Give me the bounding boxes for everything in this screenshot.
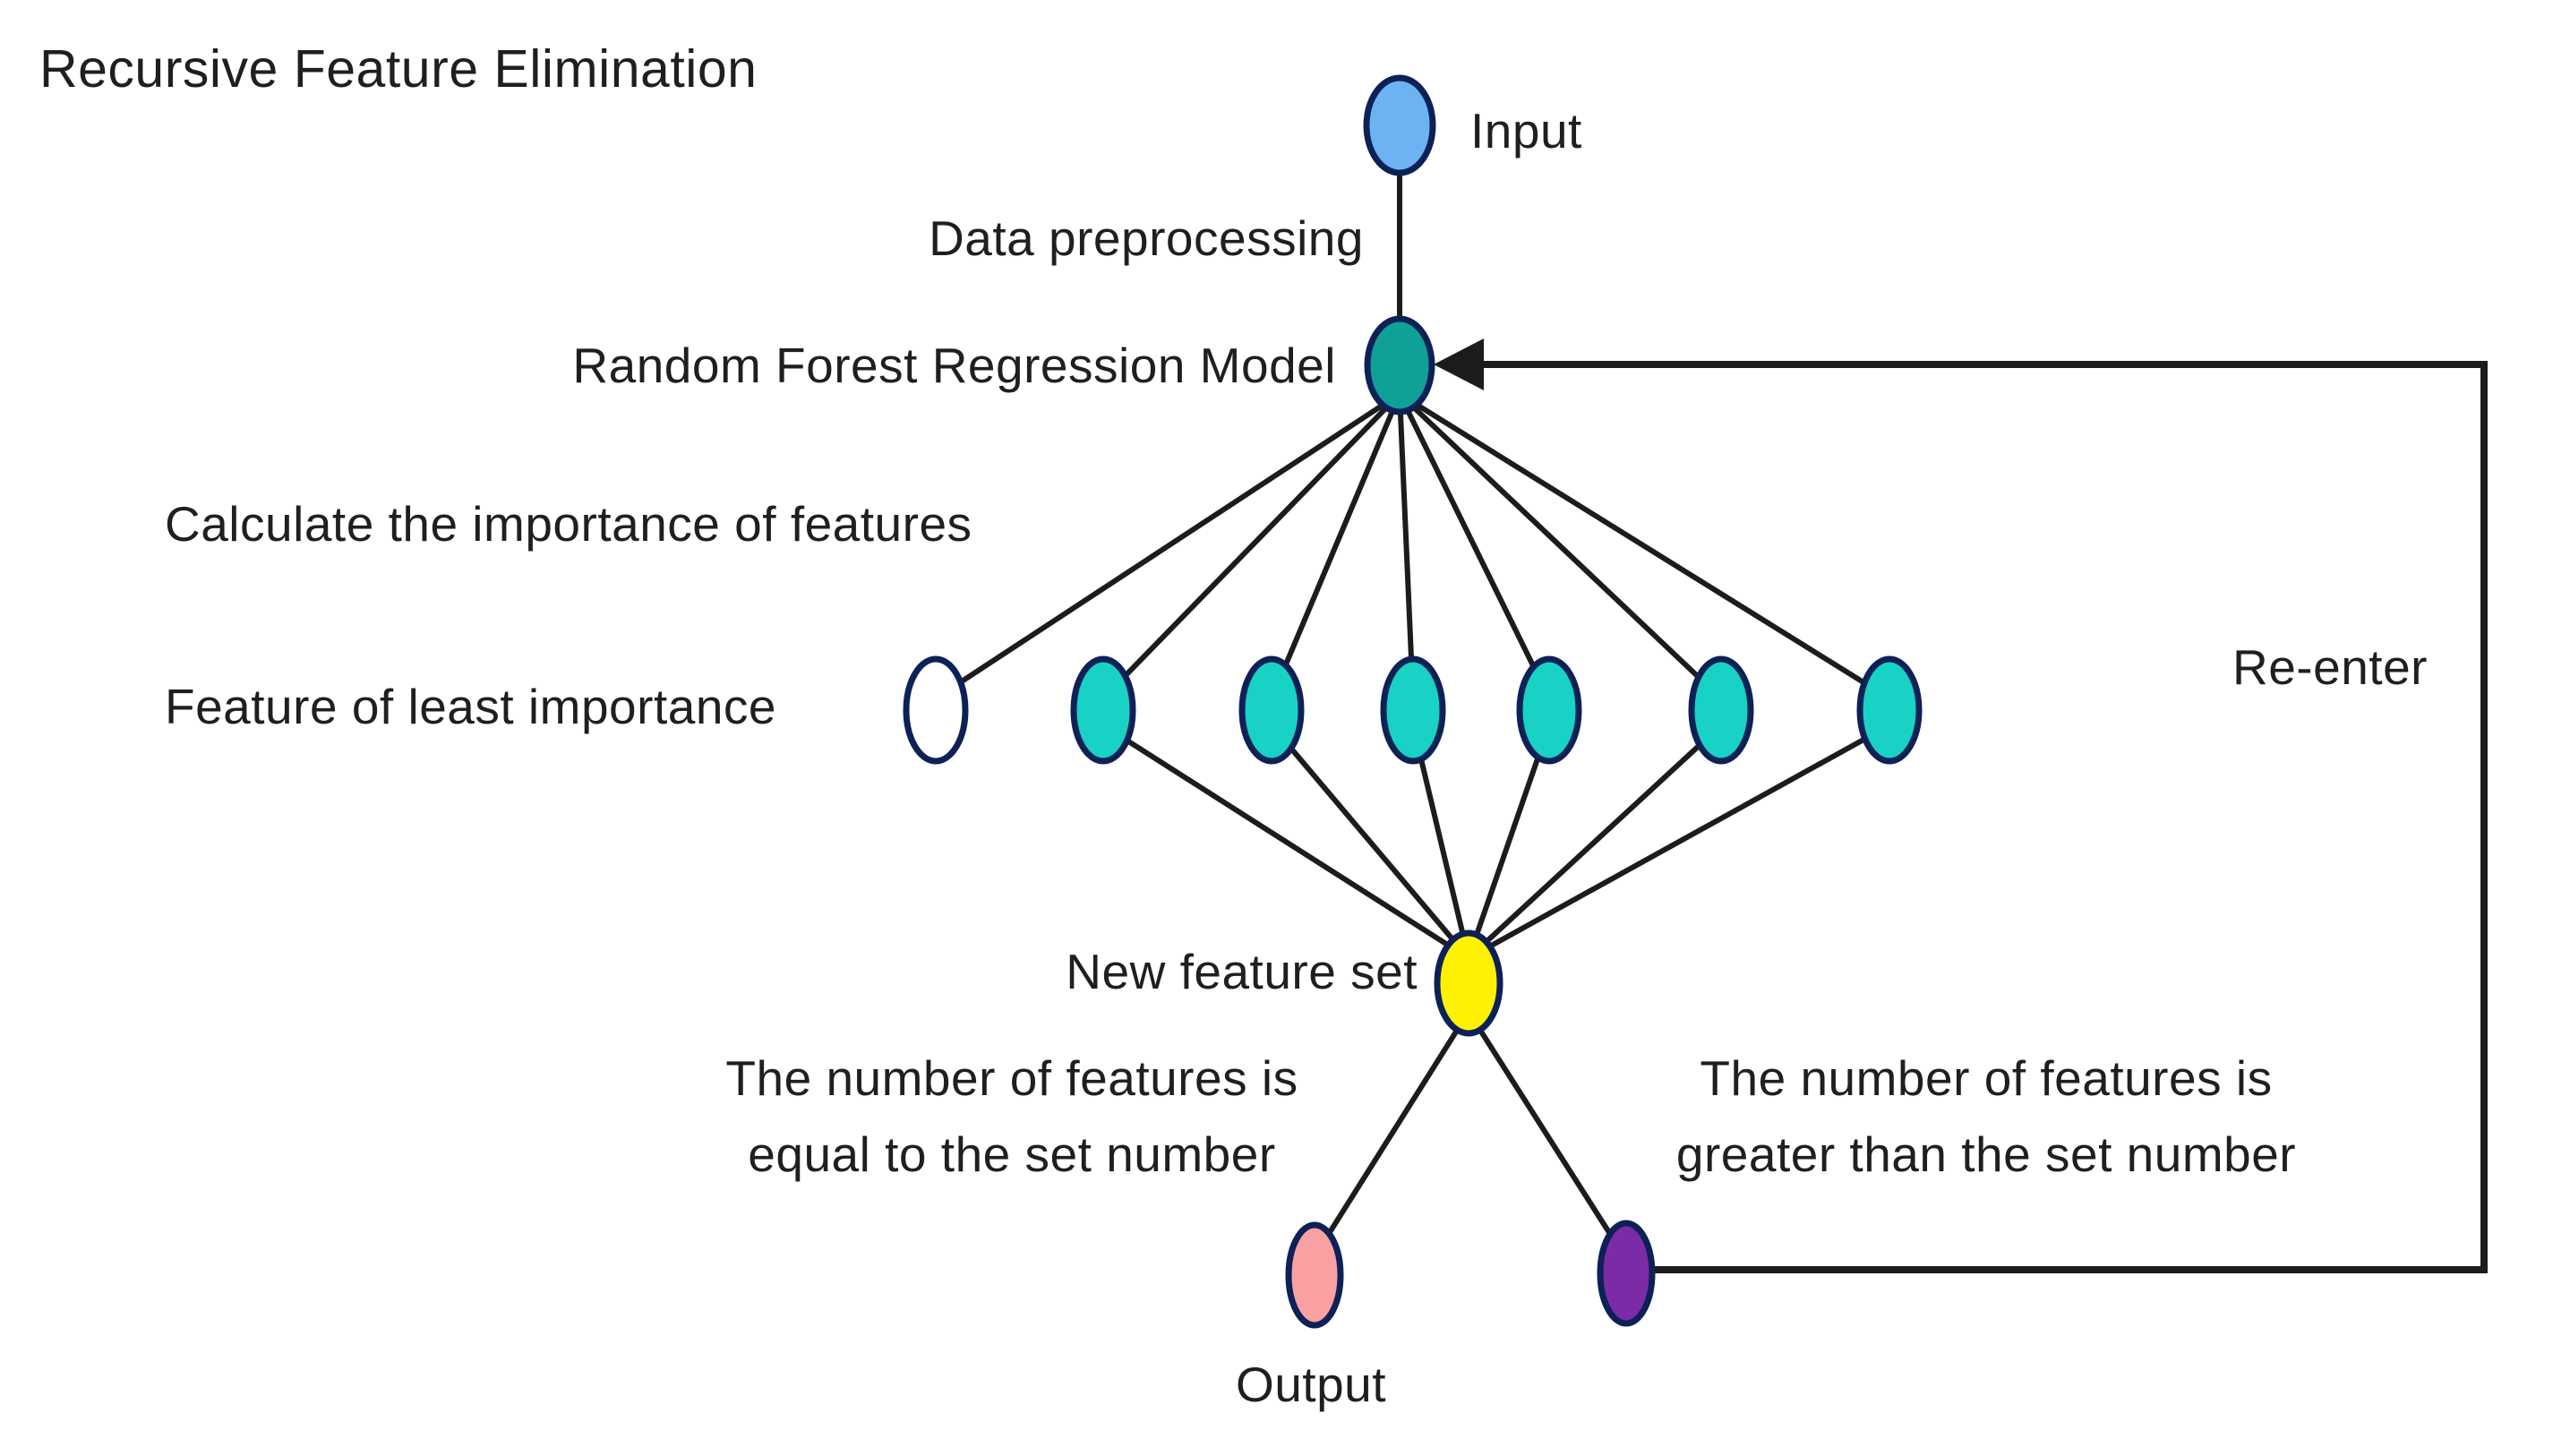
data-preprocessing-label: Data preprocessing	[929, 210, 1364, 266]
edge-feature-2-to-newset	[1269, 724, 1471, 960]
feature-node-5	[1688, 655, 1754, 765]
output-node	[1285, 1221, 1344, 1329]
new-feature-set-label: New feature set	[1066, 944, 1418, 999]
edge-model-to-feature-6	[1398, 391, 1891, 701]
feature-node-4	[1516, 655, 1582, 765]
edge-model-to-feature-5	[1397, 391, 1724, 701]
model-label: Random Forest Regression Model	[572, 338, 1336, 393]
edge-feature-1-to-newset	[1101, 723, 1470, 961]
output-label: Output	[1236, 1357, 1386, 1412]
feature-node-3	[1380, 655, 1446, 765]
eliminated-feature-label: Feature of least importance	[165, 679, 776, 734]
feedback-loop-line	[1478, 361, 2488, 1273]
edge-newset-to-output	[1314, 1010, 1471, 1255]
edge-feature-6-to-newset	[1467, 723, 1891, 961]
feature-node-1	[1070, 655, 1136, 765]
edge-model-to-eliminated	[934, 391, 1401, 701]
feedback-arrowhead-icon	[1434, 338, 1484, 390]
edge-feature-4-to-newset	[1466, 724, 1552, 959]
eliminated-feature-node	[903, 655, 969, 765]
re-enter-label: Re-enter	[2232, 639, 2428, 695]
greater-condition-label-line2: greater than the set number	[1676, 1126, 2296, 1182]
model-node	[1364, 315, 1435, 415]
input-node	[1363, 74, 1436, 176]
reenter-node	[1597, 1220, 1656, 1327]
new-feature-set-node	[1434, 929, 1503, 1037]
edge-model-to-feature-2	[1269, 392, 1402, 700]
edge-feature-3-to-newset	[1410, 724, 1471, 959]
equal-condition-label-line1: The number of features is	[725, 1050, 1298, 1106]
feature-node-6	[1856, 655, 1923, 765]
feature-node-2	[1238, 655, 1305, 765]
diagram-title: Recursive Feature Elimination	[39, 39, 758, 98]
edge-feature-5-to-newset	[1466, 723, 1724, 961]
edge-model-to-feature-4	[1397, 392, 1552, 700]
edge-newset-to-reenter	[1466, 1010, 1625, 1255]
equal-condition-label-line2: equal to the set number	[748, 1126, 1275, 1182]
calculate-importance-label: Calculate the importance of features	[165, 496, 972, 552]
greater-condition-label-line1: The number of features is	[1700, 1050, 2272, 1106]
input-label: Input	[1470, 103, 1582, 158]
edge-model-to-feature-1	[1101, 391, 1402, 701]
edge-model-to-feature-3	[1397, 393, 1416, 699]
